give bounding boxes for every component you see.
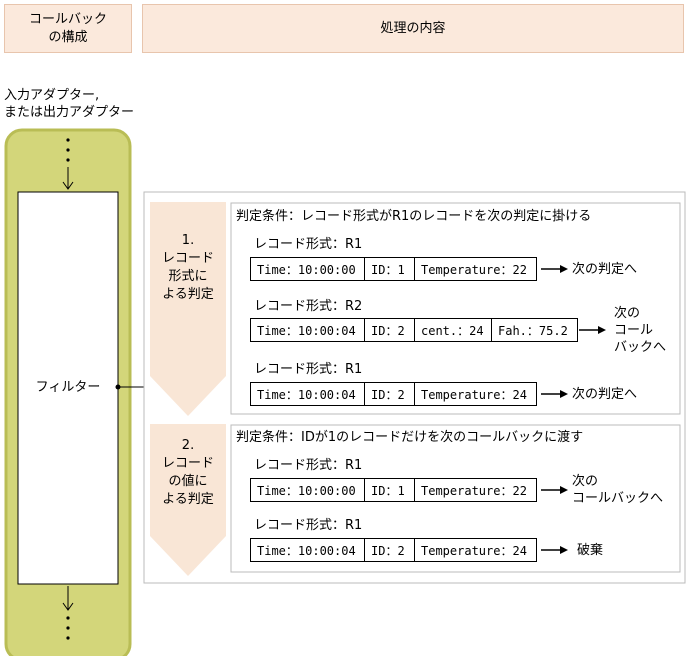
adapter-label: 入力アダプター, または出力アダプター — [4, 88, 135, 120]
result-arrow-1-3 — [541, 390, 568, 398]
record-format-label: レコード形式：R1 — [254, 458, 363, 473]
record-row: Time：10:00:04 ID：2 Temperature：24 — [250, 538, 537, 562]
record-id-cell: ID：1 — [365, 478, 415, 502]
step-1-shape — [150, 202, 226, 416]
record-id-cell: ID：1 — [365, 257, 415, 281]
record-temperature-cell: Temperature：22 — [415, 478, 537, 502]
record-time-cell: Time：10:00:00 — [250, 257, 365, 281]
filter-label: フィルター — [35, 380, 101, 395]
header-callback-config: コールバック の構成 — [4, 4, 132, 53]
record-row: Time：10:00:00 ID：1 Temperature：22 — [250, 478, 537, 502]
section-1-box — [230, 202, 681, 415]
record-result: 破棄 — [577, 543, 604, 558]
section-2-condition: 判定条件：IDが1のレコードだけを次のコールバックに渡す — [236, 430, 584, 445]
filter-box — [17, 191, 119, 585]
top-continuation-dots — [66, 138, 70, 162]
result-arrow-2-2 — [541, 546, 568, 554]
record-format-label: レコード形式：R1 — [254, 518, 363, 533]
record-time-cell: Time：10:00:00 — [250, 478, 365, 502]
process-panel — [143, 191, 686, 584]
record-result: 次の コール バックへ — [614, 306, 667, 355]
step-1-label: 1. レコード 形式に よる判定 — [161, 233, 214, 302]
record-format-label: レコード形式：R1 — [254, 237, 363, 252]
record-id-cell: ID：2 — [365, 318, 415, 342]
record-temperature-cell: Temperature：22 — [415, 257, 537, 281]
record-temperature-cell: Temperature：24 — [415, 538, 537, 562]
step-2-label: 2. レコード の値に よる判定 — [161, 438, 214, 507]
record-result: 次の判定へ — [572, 387, 638, 402]
record-time-cell: Time：10:00:04 — [250, 382, 365, 406]
record-fah-cell: Fah.：75.2 — [492, 318, 578, 342]
result-arrow-2-1 — [541, 486, 568, 494]
bottom-continuation-dots — [66, 616, 70, 640]
record-id-cell: ID：2 — [365, 538, 415, 562]
header-callback-config-label: コールバック の構成 — [28, 11, 107, 45]
header-processing: 処理の内容 — [142, 4, 684, 53]
top-down-arrow — [62, 167, 74, 190]
section-1-condition: 判定条件：レコード形式がR1のレコードを次の判定に掛ける — [236, 209, 592, 224]
step-2-shape — [150, 424, 226, 576]
result-arrow-1-1 — [541, 265, 568, 273]
record-format-label: レコード形式：R2 — [254, 299, 363, 314]
header-processing-label: 処理の内容 — [380, 20, 446, 36]
record-time-cell: Time：10:00:04 — [250, 538, 365, 562]
record-row: Time：10:00:04 ID：2 Temperature：24 — [250, 382, 537, 406]
record-temperature-cell: Temperature：24 — [415, 382, 537, 406]
record-id-cell: ID：2 — [365, 382, 415, 406]
record-row: Time：10:00:04 ID：2 cent.：24 Fah.：75.2 — [250, 318, 578, 342]
record-result: 次の判定へ — [572, 262, 638, 277]
record-format-label: レコード形式：R1 — [254, 362, 363, 377]
record-cent-cell: cent.：24 — [415, 318, 492, 342]
section-2-box — [230, 424, 681, 573]
bottom-down-arrow — [62, 586, 74, 611]
result-arrow-1-2 — [579, 326, 606, 334]
record-result: 次の コールバックへ — [572, 474, 664, 506]
record-row: Time：10:00:00 ID：1 Temperature：22 — [250, 257, 537, 281]
record-time-cell: Time：10:00:04 — [250, 318, 365, 342]
